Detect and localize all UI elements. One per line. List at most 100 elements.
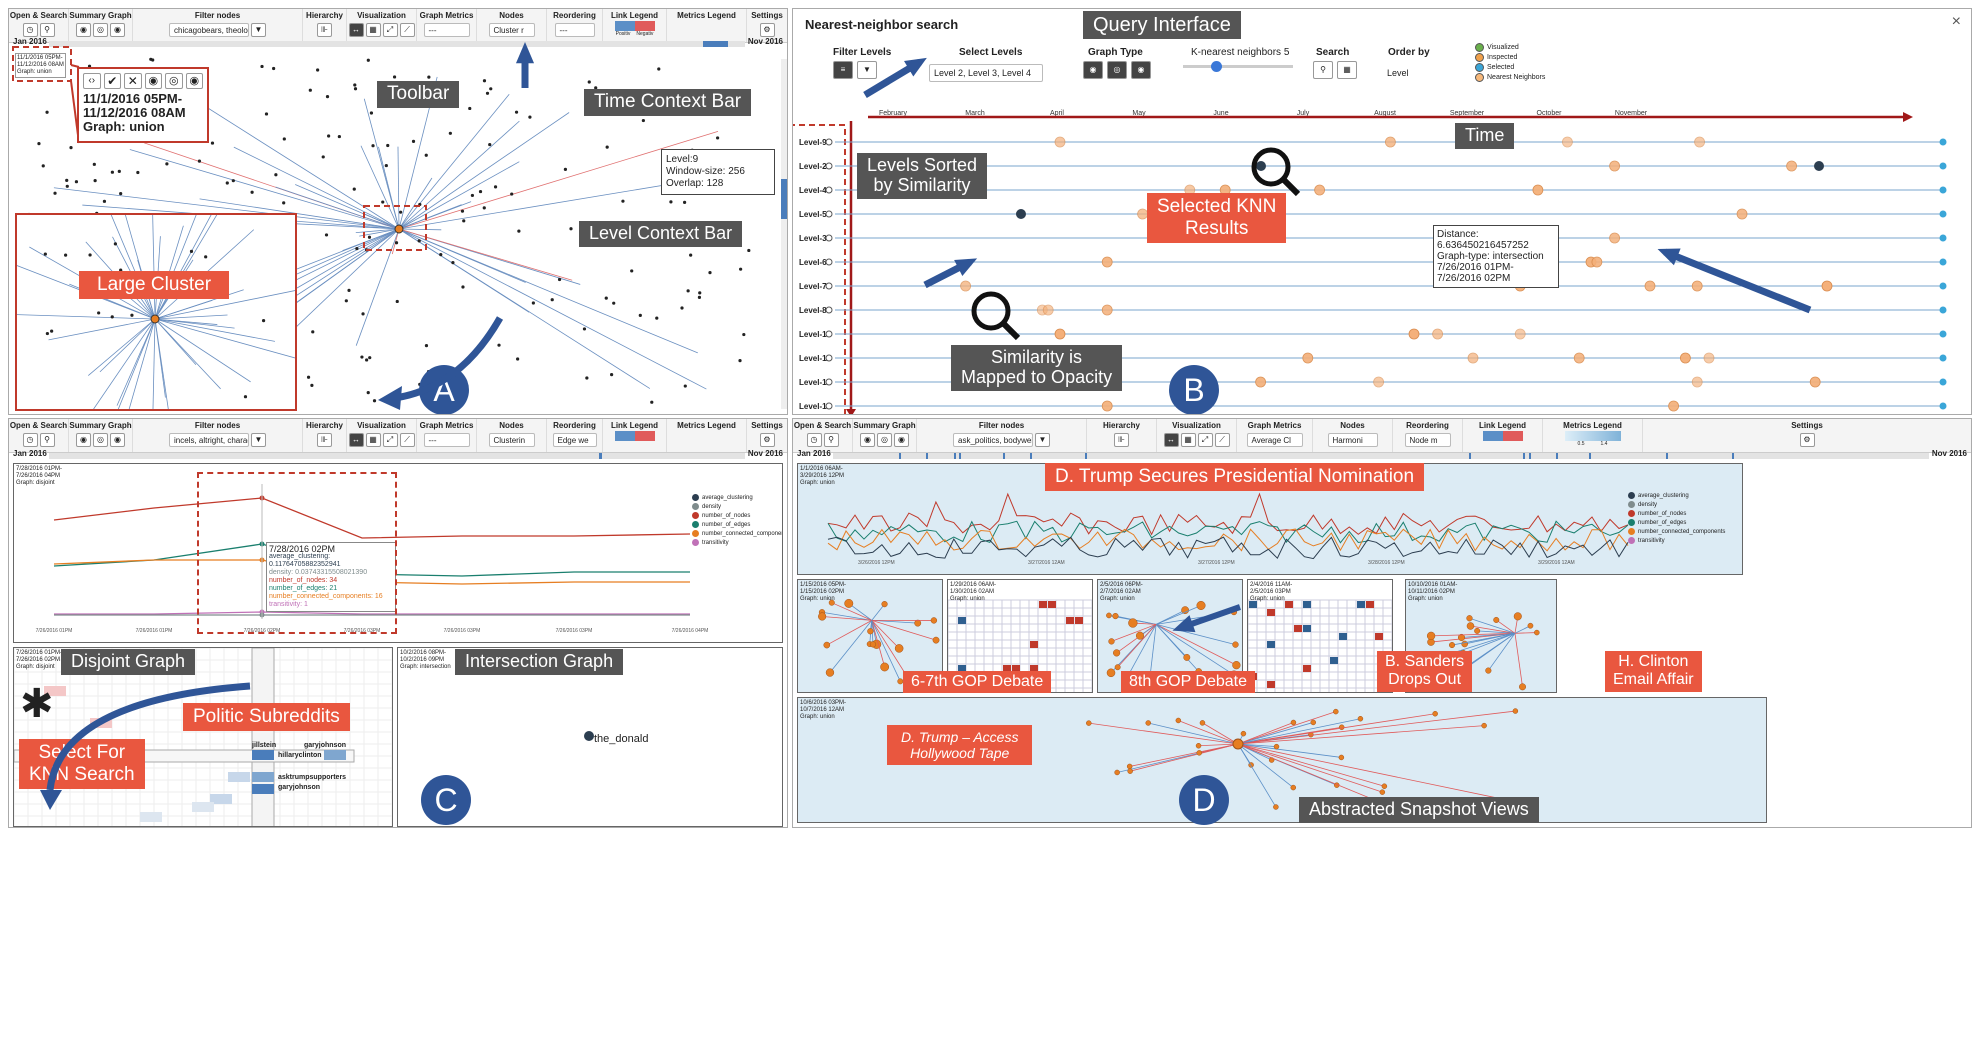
- time-context-bar[interactable]: Jan 2016 Nov 2016: [13, 449, 783, 461]
- hierarchy-icon[interactable]: ⊪: [1114, 433, 1129, 447]
- eye-icon[interactable]: ◎: [93, 23, 108, 37]
- reorder-select[interactable]: Edge we: [552, 433, 597, 447]
- snapshot-marker[interactable]: [1030, 453, 1033, 459]
- eye-icon[interactable]: ◉: [860, 433, 875, 447]
- snapshot-marker[interactable]: [1002, 453, 1005, 459]
- reorder-select[interactable]: Node m: [1404, 433, 1451, 447]
- expand-icon[interactable]: ⤢: [382, 433, 398, 447]
- search-icon[interactable]: ⚲: [39, 433, 55, 447]
- eye-icon[interactable]: ◎: [93, 433, 108, 447]
- time-track[interactable]: [833, 453, 1929, 459]
- snapshot-marker[interactable]: [1665, 453, 1668, 459]
- filter-icon[interactable]: ▼: [251, 433, 266, 447]
- knn-slider-handle[interactable]: [1211, 61, 1222, 72]
- graph-type-disjoint-icon[interactable]: ◉: [1131, 61, 1151, 79]
- check-icon[interactable]: ✔: [103, 73, 121, 89]
- metrics-select[interactable]: ---: [423, 433, 470, 447]
- filter-select[interactable]: incels, altright, characte: [169, 433, 249, 447]
- chart-icon[interactable]: ⟋: [399, 433, 415, 447]
- eye-icon[interactable]: ◉: [76, 433, 91, 447]
- time-window-handle[interactable]: [598, 453, 603, 459]
- snapshot-marker[interactable]: [1468, 453, 1471, 459]
- matrix-icon[interactable]: ▦: [365, 23, 381, 37]
- nodes-select[interactable]: Harmoni: [1327, 433, 1378, 447]
- matrix-icon[interactable]: ▦: [1180, 433, 1196, 447]
- calculator-icon[interactable]: ▦: [1337, 61, 1357, 79]
- hierarchy-icon[interactable]: ⊪: [317, 433, 332, 447]
- clock-icon[interactable]: ◷: [22, 23, 38, 37]
- eye-icon[interactable]: ◉: [110, 23, 125, 37]
- eye-icon[interactable]: ◎: [877, 433, 892, 447]
- node-link-icon[interactable]: ↔: [348, 433, 364, 447]
- gear-icon[interactable]: ⚙: [759, 433, 775, 447]
- snapshot-view-bottom[interactable]: 10/6/2016 03PM- 10/7/2016 12AM Graph: un…: [797, 697, 1767, 823]
- nodes-select[interactable]: Clusterin: [488, 433, 535, 447]
- clock-icon[interactable]: ◷: [806, 433, 822, 447]
- close-button[interactable]: ×: [1951, 13, 1961, 30]
- levels-select[interactable]: Level 2, Level 3, Level 4: [929, 64, 1043, 82]
- snapshot-view[interactable]: 2/4/2016 11AM- 2/5/2016 03PM Graph: unio…: [1247, 579, 1393, 693]
- graph-node[interactable]: [584, 731, 594, 741]
- matrix-icon[interactable]: ▦: [365, 433, 381, 447]
- eye-icon[interactable]: ◉: [76, 23, 91, 37]
- time-track[interactable]: [49, 453, 745, 459]
- nodes-select[interactable]: Cluster r: [488, 23, 535, 37]
- snapshot-marker[interactable]: [953, 453, 956, 459]
- filter-icon[interactable]: ▼: [1035, 433, 1050, 447]
- search-icon[interactable]: ⚲: [823, 433, 839, 447]
- gear-icon[interactable]: ⚙: [759, 23, 775, 37]
- filter-icon[interactable]: ▼: [251, 23, 266, 37]
- search-icon[interactable]: ⚲: [39, 23, 55, 37]
- search-icon[interactable]: ⚲: [1313, 61, 1333, 79]
- reorder-select[interactable]: ---: [554, 23, 595, 37]
- snapshot-marker[interactable]: [1556, 453, 1559, 459]
- clock-icon[interactable]: ◷: [22, 433, 38, 447]
- time-context-bar[interactable]: Jan 2016 Nov 2016: [797, 449, 1967, 461]
- time-window-handle[interactable]: [703, 41, 728, 47]
- eye-icon[interactable]: ◉: [144, 73, 162, 89]
- list-icon[interactable]: ≡: [833, 61, 853, 79]
- snapshot-graph[interactable]: [1248, 580, 1393, 693]
- graph-type-union-icon[interactable]: ◉: [1083, 61, 1103, 79]
- node-link-icon[interactable]: ↔: [1163, 433, 1179, 447]
- code-icon[interactable]: ‹›: [83, 73, 101, 89]
- node-link-icon[interactable]: ↔: [348, 23, 364, 37]
- snapshot-graph[interactable]: [1406, 580, 1557, 693]
- hierarchy-icon[interactable]: ⊪: [317, 23, 332, 37]
- chart-icon[interactable]: ⟋: [1214, 433, 1230, 447]
- snapshot-graph[interactable]: [798, 580, 943, 693]
- filter-select[interactable]: ask_politics, bodyweigh: [953, 433, 1033, 447]
- time-track[interactable]: [49, 41, 745, 47]
- adjacency-matrix[interactable]: [14, 648, 393, 827]
- gear-icon[interactable]: ⚙: [1799, 433, 1815, 447]
- metrics-select[interactable]: ---: [423, 23, 470, 37]
- eye-icon[interactable]: ◉: [185, 73, 203, 89]
- knn-slider[interactable]: [1183, 61, 1293, 72]
- eye-icon[interactable]: ◉: [894, 433, 909, 447]
- node-link-graph[interactable]: [798, 698, 1767, 823]
- snapshot-marker[interactable]: [1528, 453, 1531, 459]
- snapshot-marker[interactable]: [1589, 453, 1592, 459]
- time-context-bar[interactable]: Jan 2016 Nov 2016: [13, 37, 783, 49]
- graph-type-intersection-icon[interactable]: ◎: [1107, 61, 1127, 79]
- metrics-select[interactable]: Average Cl: [1246, 433, 1303, 447]
- filter-select[interactable]: chicagobears, theolog: [169, 23, 249, 37]
- snapshot-marker[interactable]: [926, 453, 929, 459]
- expand-icon[interactable]: ⤢: [382, 23, 398, 37]
- snapshot-marker[interactable]: [1085, 453, 1088, 459]
- eye-icon[interactable]: ◉: [110, 433, 125, 447]
- expand-icon[interactable]: ⤢: [1197, 433, 1213, 447]
- order-select[interactable]: Level: [1383, 64, 1437, 82]
- snapshot-marker[interactable]: [1731, 453, 1734, 459]
- chart-icon[interactable]: ⟋: [399, 23, 415, 37]
- snapshot-marker[interactable]: [1523, 453, 1526, 459]
- level-context-bar[interactable]: [781, 59, 787, 409]
- close-icon[interactable]: ✕: [124, 73, 142, 89]
- eye-icon[interactable]: ◎: [165, 73, 183, 89]
- snapshot-marker[interactable]: [898, 453, 901, 459]
- snapshot-marker[interactable]: [959, 453, 962, 459]
- level-handle[interactable]: [781, 179, 787, 219]
